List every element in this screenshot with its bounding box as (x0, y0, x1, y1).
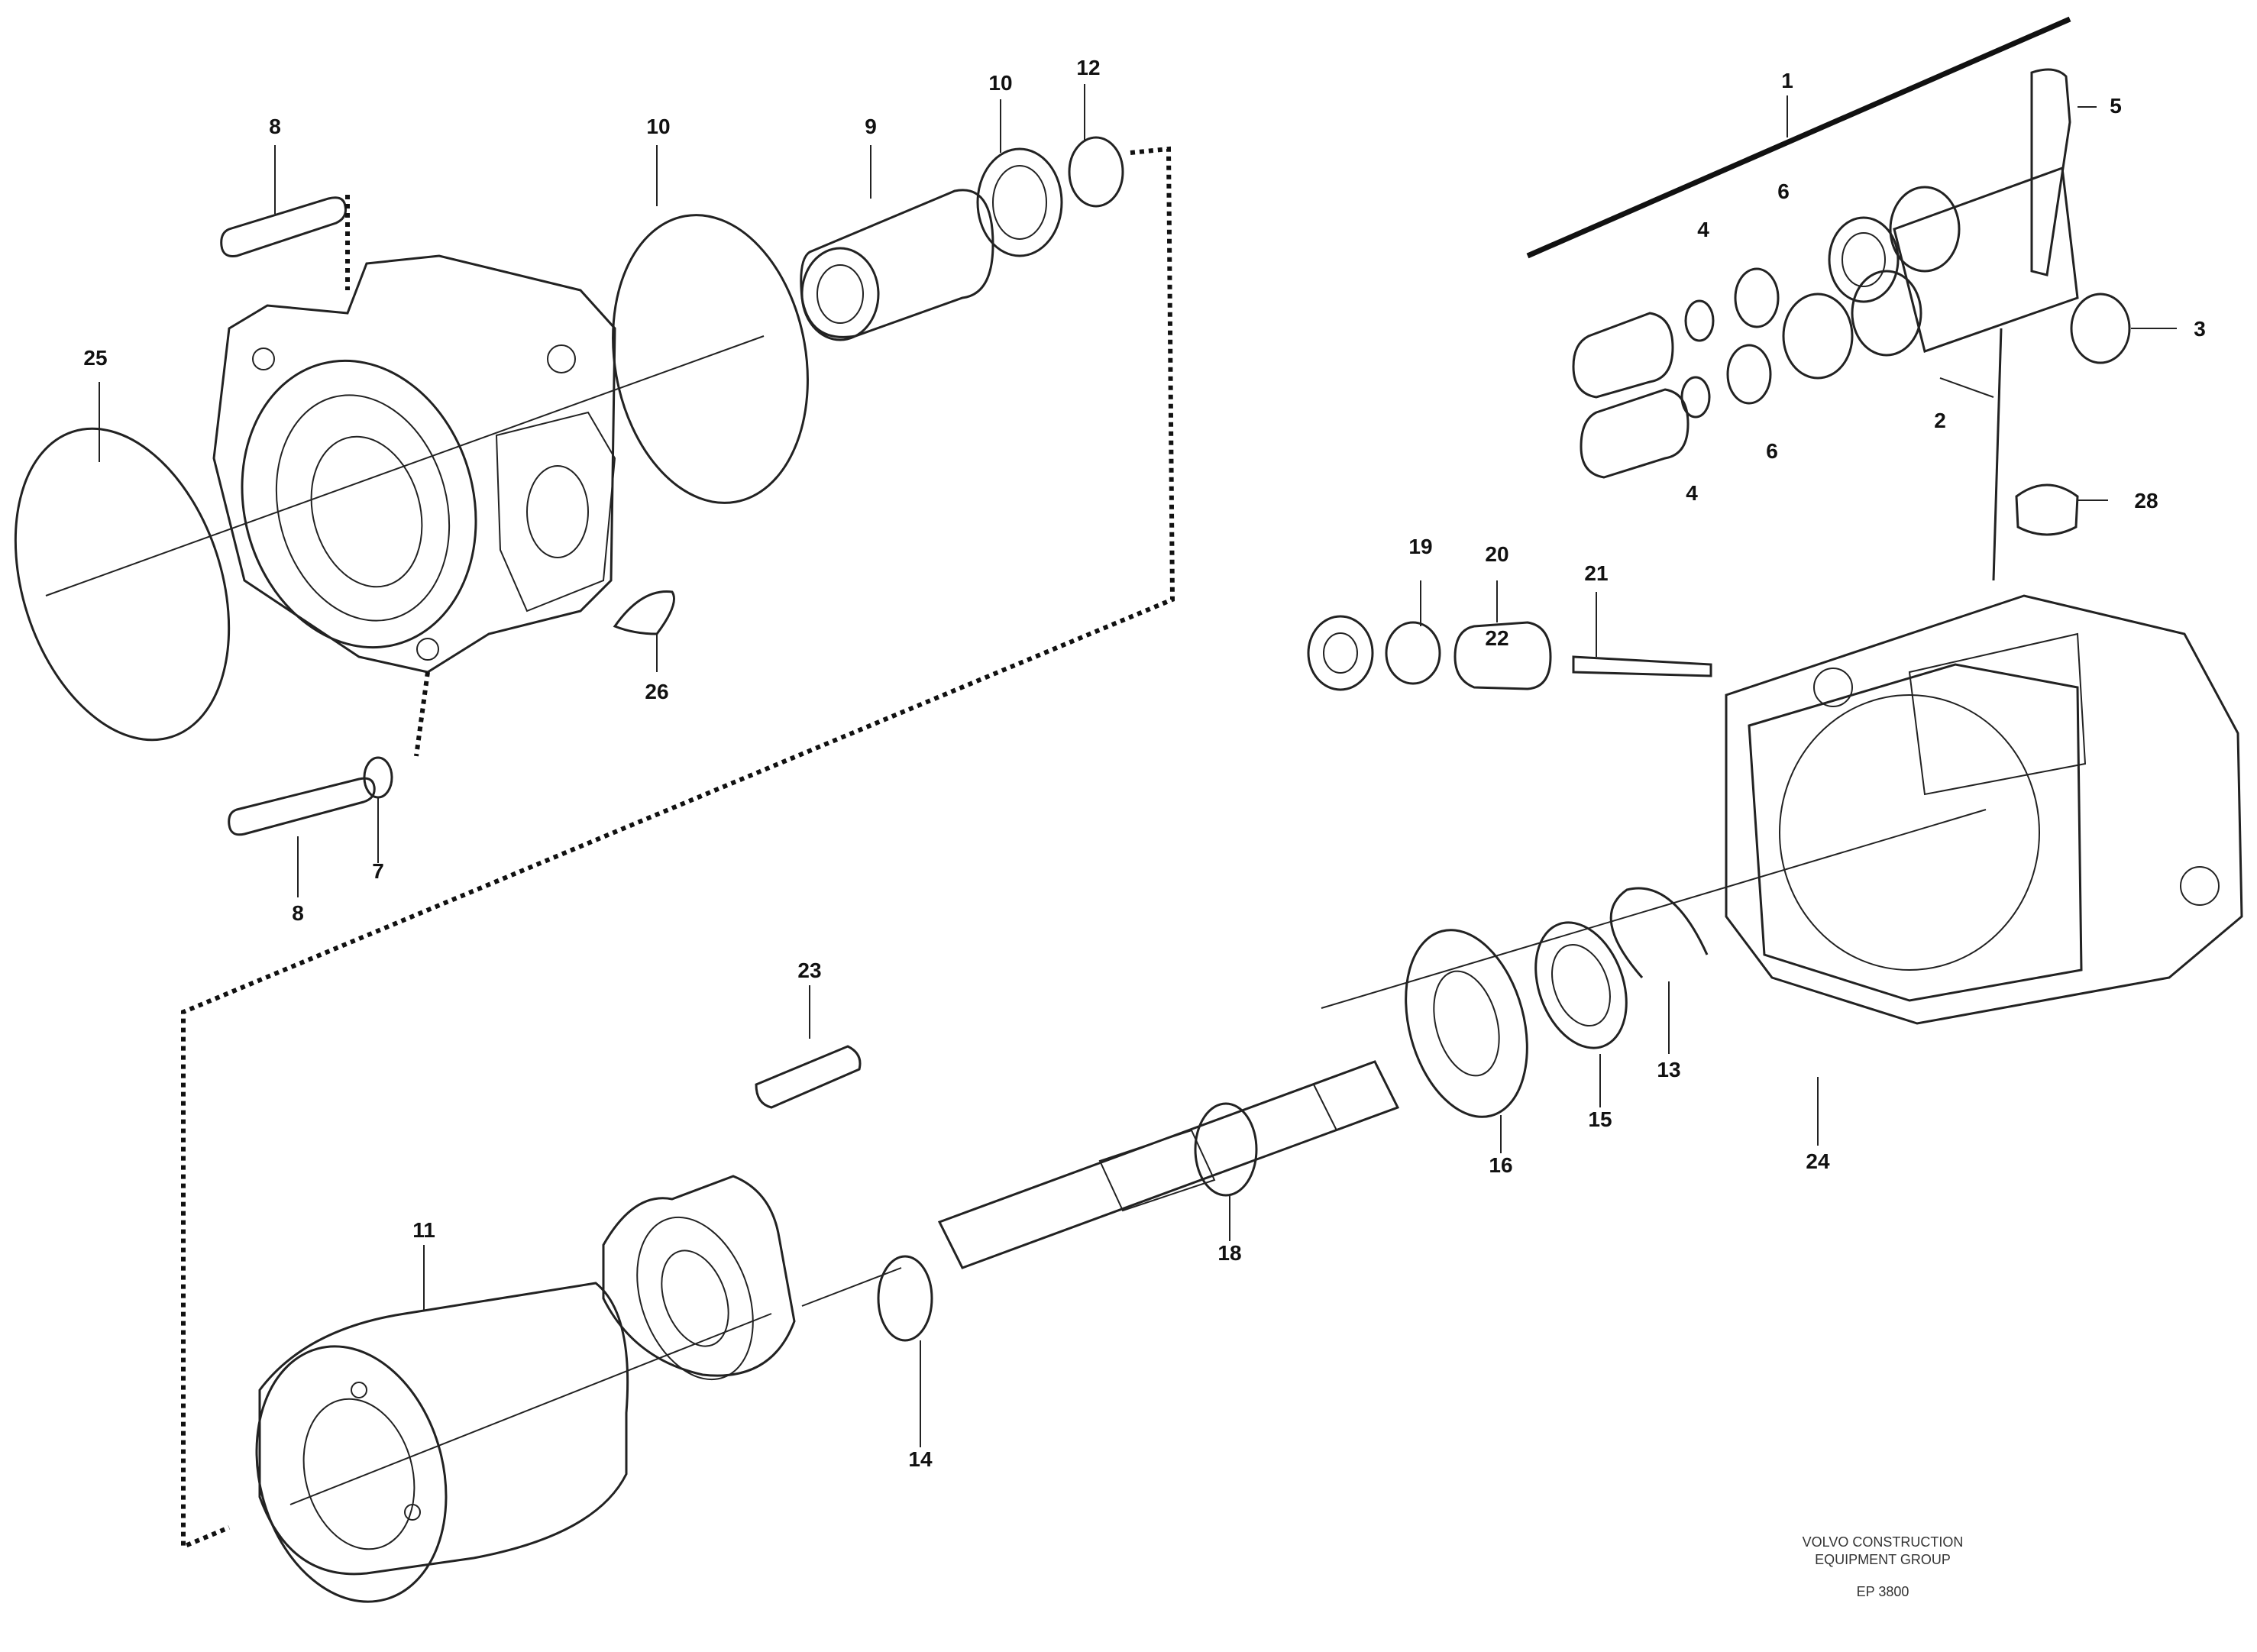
shaft-18 (937, 1060, 1400, 1269)
cap-28 (2015, 483, 2079, 536)
callout-6: 6 (1777, 179, 1790, 203)
swash-plate (602, 1175, 796, 1377)
footer-line-1: VOLVO CONSTRUCTION (1803, 1534, 1964, 1550)
o-ring-10 (612, 214, 809, 504)
sleeve-9 (800, 189, 994, 338)
callout-12: 12 (1076, 56, 1100, 79)
callout-10: 10 (646, 115, 670, 138)
drive-shaft-group (255, 1045, 1400, 1603)
callout-24: 24 (1806, 1149, 1830, 1173)
footer-line-2: EQUIPMENT GROUP (1815, 1552, 1951, 1567)
callout-6b: 6 (1766, 439, 1778, 463)
callout-1: 1 (1781, 69, 1793, 92)
footer-stamp: VOLVO CONSTRUCTION EQUIPMENT GROUP EP 38… (1803, 1534, 1964, 1599)
callout-8: 8 (269, 115, 281, 138)
rear-cover-assembly (14, 136, 1175, 1550)
callout-5: 5 (2110, 94, 2122, 118)
callout-18: 18 (1217, 1241, 1241, 1265)
bearing-16 (1405, 929, 1528, 1118)
bolt-21 (1572, 655, 1712, 677)
callout-21: 21 (1584, 561, 1608, 585)
callout-20: 20 (1485, 542, 1508, 566)
seal-26 (613, 590, 675, 635)
callout-4b: 4 (1686, 481, 1698, 505)
callout-8b: 8 (292, 901, 304, 925)
pump-housing-24 (1307, 594, 2243, 1118)
callout-23: 23 (797, 959, 821, 982)
callout-15: 15 (1588, 1107, 1612, 1131)
callout-25: 25 (83, 346, 107, 370)
ring-14 (877, 1255, 933, 1342)
rotor-11 (258, 1282, 629, 1576)
control-valve-assembly (1526, 16, 2131, 581)
callout-4: 4 (1697, 218, 1709, 241)
seal-15 (1534, 921, 1628, 1049)
callout-7: 7 (372, 859, 384, 883)
callout-28: 28 (2134, 489, 2158, 512)
callout-26: 26 (645, 680, 668, 703)
leader-lines (99, 84, 2177, 1447)
callout-11: 11 (412, 1218, 435, 1242)
fitting-22 (1307, 615, 1374, 691)
spring-23 (755, 1045, 862, 1109)
snap-ring-13 (1609, 887, 1709, 978)
callout-19: 19 (1408, 535, 1432, 558)
bolt-8-bottom (228, 777, 376, 836)
bearing-10 (976, 147, 1063, 257)
group-bracket-1 (1526, 16, 2071, 259)
rear-cover (212, 254, 616, 674)
bolt-8-top (220, 196, 347, 257)
callout-22: 22 (1485, 626, 1508, 650)
washer-7 (363, 756, 393, 799)
callout-10b: 10 (988, 71, 1012, 95)
callout-14: 14 (908, 1447, 933, 1471)
callout-13: 13 (1657, 1058, 1680, 1081)
ring-12 (1068, 136, 1124, 208)
footer-code: EP 3800 (1857, 1584, 1909, 1599)
callout-2: 2 (1934, 409, 1946, 432)
plug-3 (2070, 293, 2131, 364)
o-ring-25 (14, 427, 231, 742)
ring-19 (1385, 621, 1441, 685)
callout-16: 16 (1489, 1153, 1512, 1177)
callout-3: 3 (2194, 317, 2206, 341)
callout-labels: 8 25 10 9 10 12 26 8 7 1 5 6 4 3 2 6 4 2… (83, 56, 2205, 1471)
sleeve-20 (1453, 621, 1552, 690)
callout-9: 9 (865, 115, 877, 138)
